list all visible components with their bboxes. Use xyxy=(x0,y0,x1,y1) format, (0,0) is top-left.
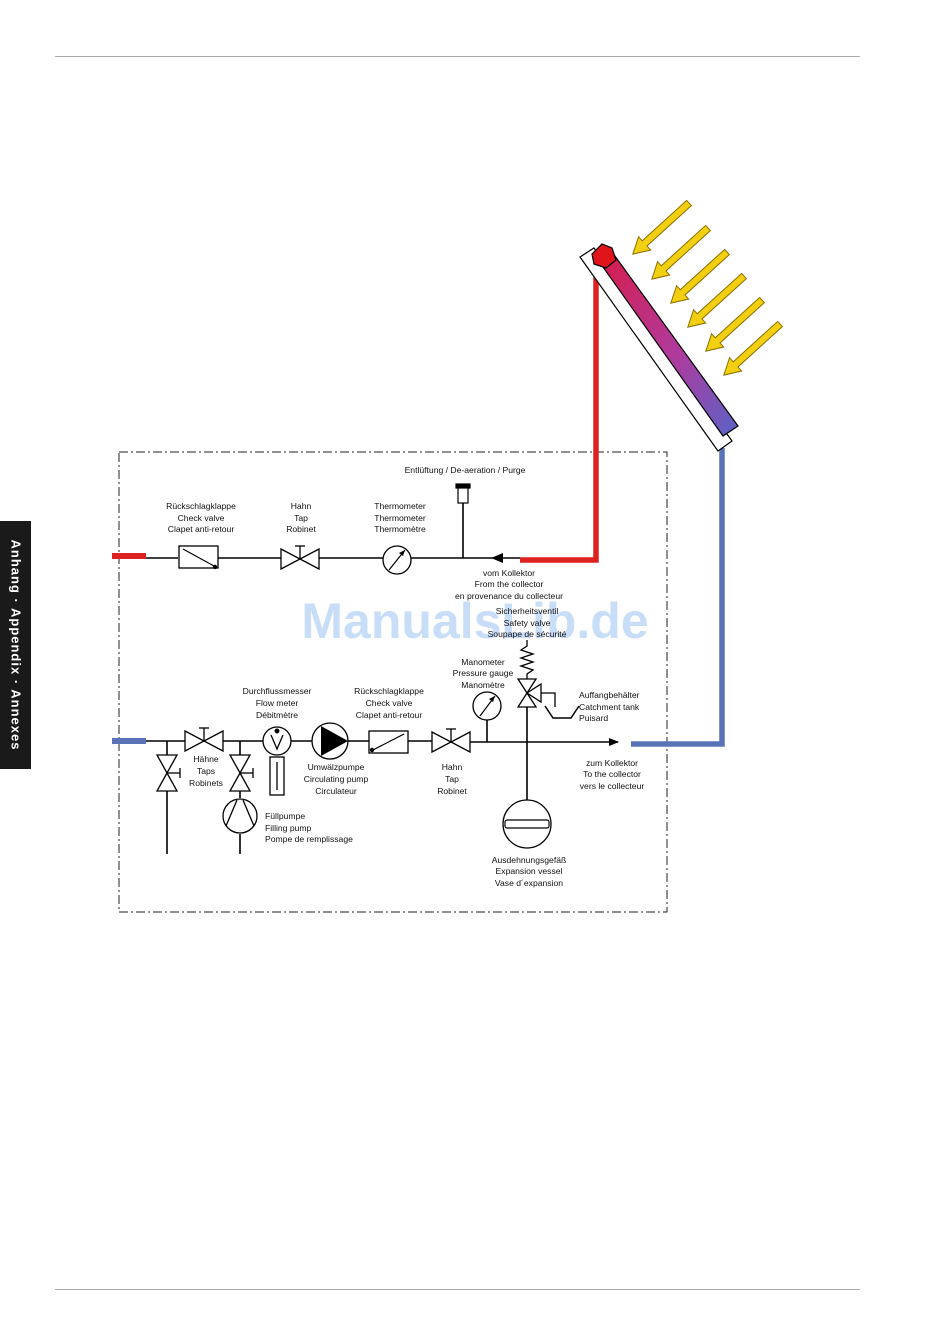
svg-text:Tap: Tap xyxy=(445,774,459,784)
sun-ray-arrow xyxy=(632,199,693,255)
svg-text:Taps: Taps xyxy=(197,766,215,776)
tap-bottom-right xyxy=(431,728,471,754)
deaeration-valve xyxy=(455,483,471,504)
check-valve-bottom xyxy=(368,730,409,754)
svg-text:en provenance du collecteur: en provenance du collecteur xyxy=(455,591,563,601)
label-tap-top: Hahn Tap Robinet xyxy=(286,501,316,534)
solar-collector xyxy=(579,243,739,452)
svg-text:Check valve: Check valve xyxy=(366,698,413,708)
label-taps: Hähne Taps Robinets xyxy=(189,754,223,788)
flow-arrow-left xyxy=(491,553,503,563)
svg-text:Auffangbehälter: Auffangbehälter xyxy=(579,690,640,700)
svg-text:Thermomètre: Thermomètre xyxy=(374,524,426,534)
svg-text:Débitmètre: Débitmètre xyxy=(256,710,298,720)
svg-text:Circulateur: Circulateur xyxy=(315,786,357,796)
label-to-collector: zum Kollektor To the collector vers le c… xyxy=(580,758,645,791)
circulating-pump xyxy=(311,722,349,760)
label-check-valve-top: Rückschlagklappe Check valve Clapet anti… xyxy=(166,501,236,534)
svg-text:Pressure gauge: Pressure gauge xyxy=(453,668,514,678)
label-expansion-vessel: Ausdehnungsgefäß Expansion vessel Vase d… xyxy=(492,855,567,888)
svg-text:Tap: Tap xyxy=(294,513,308,523)
svg-text:vers le collecteur: vers le collecteur xyxy=(580,781,645,791)
sun-ray-arrow xyxy=(670,248,731,304)
svg-text:Hahn: Hahn xyxy=(291,501,312,511)
svg-text:Robinet: Robinet xyxy=(286,524,316,534)
svg-text:Soupape de sécurité: Soupape de sécurité xyxy=(488,629,567,639)
check-valve-top xyxy=(178,545,219,570)
safety-valve xyxy=(516,640,556,708)
collector-sensor xyxy=(591,243,617,269)
svg-text:Vase d´expansion: Vase d´expansion xyxy=(495,878,563,888)
hot-pipe-from-collector xyxy=(520,272,599,563)
station-boundary xyxy=(118,451,668,913)
svg-text:zum Kollektor: zum Kollektor xyxy=(586,758,638,768)
label-thermometer: Thermometer Thermometer Thermomètre xyxy=(374,501,426,534)
tap-vertical-b xyxy=(228,754,254,792)
svg-text:Ausdehnungsgefäß: Ausdehnungsgefäß xyxy=(492,855,567,865)
expansion-vessel xyxy=(502,799,552,849)
sun-rays xyxy=(632,199,784,376)
label-filling-pump: Füllpumpe Filling pump Pompe de rempliss… xyxy=(265,811,353,844)
svg-text:Circulating pump: Circulating pump xyxy=(304,774,369,784)
tap-top xyxy=(280,545,320,571)
filling-pump xyxy=(222,798,258,834)
svg-text:Entlüftung / De-aeration / Pur: Entlüftung / De-aeration / Purge xyxy=(405,465,526,475)
sun-ray-arrow xyxy=(705,296,766,352)
label-pressure-gauge: Manometer Pressure gauge Manomètre xyxy=(453,657,514,690)
label-check-valve-bottom: Rückschlagklappe Check valve Clapet anti… xyxy=(354,686,424,720)
svg-text:Flow meter: Flow meter xyxy=(256,698,299,708)
label-tap-bottom: Hahn Tap Robinet xyxy=(437,762,467,796)
sun-ray-arrow xyxy=(651,224,712,280)
label-from-collector: vom Kollektor From the collector en prov… xyxy=(455,568,563,601)
svg-text:To the collector: To the collector xyxy=(583,769,641,779)
svg-text:Hähne: Hähne xyxy=(193,754,219,764)
label-deaeration: Entlüftung / De-aeration / Purge xyxy=(405,465,526,475)
svg-text:Puisard: Puisard xyxy=(579,713,608,723)
watermark: ManualsLib.de xyxy=(301,593,648,649)
svg-text:Thermometer: Thermometer xyxy=(374,501,426,511)
header-rule xyxy=(55,56,860,57)
svg-text:Safety valve: Safety valve xyxy=(504,618,551,628)
label-circulating-pump: Umwälzpumpe Circulating pump Circulateur xyxy=(304,762,369,796)
sun-ray-arrow xyxy=(687,272,748,328)
label-flow-meter: Durchflussmesser Flow meter Débitmètre xyxy=(243,686,312,720)
svg-text:Robinet: Robinet xyxy=(437,786,467,796)
tap-vertical-a xyxy=(155,754,181,792)
svg-text:Clapet anti-retour: Clapet anti-retour xyxy=(356,710,423,720)
svg-text:Durchflussmesser: Durchflussmesser xyxy=(243,686,312,696)
svg-text:Füllpumpe: Füllpumpe xyxy=(265,811,305,821)
catchment-tank xyxy=(544,705,580,719)
tap-bottom-left xyxy=(184,727,224,753)
svg-text:Pompe de remplissage: Pompe de remplissage xyxy=(265,834,353,844)
label-safety-valve: Sicherheitsventil Safety valve Soupape d… xyxy=(488,606,567,639)
footer-rule xyxy=(55,1289,860,1290)
svg-text:Sicherheitsventil: Sicherheitsventil xyxy=(496,606,559,616)
svg-text:Check valve: Check valve xyxy=(178,513,225,523)
svg-text:Rückschlagklappe: Rückschlagklappe xyxy=(166,501,236,511)
svg-text:Manomètre: Manomètre xyxy=(461,680,505,690)
svg-text:Rückschlagklappe: Rückschlagklappe xyxy=(354,686,424,696)
svg-text:Thermometer: Thermometer xyxy=(374,513,426,523)
svg-text:vom Kollektor: vom Kollektor xyxy=(483,568,535,578)
svg-text:Manometer: Manometer xyxy=(461,657,505,667)
svg-text:Hahn: Hahn xyxy=(442,762,463,772)
svg-text:Catchment tank: Catchment tank xyxy=(579,702,640,712)
flow-meter xyxy=(262,726,292,796)
svg-text:Robinets: Robinets xyxy=(189,778,223,788)
cold-pipe-to-collector xyxy=(631,448,725,747)
svg-text:Expansion vessel: Expansion vessel xyxy=(496,866,563,876)
svg-text:Umwälzpumpe: Umwälzpumpe xyxy=(308,762,365,772)
svg-text:Clapet anti-retour: Clapet anti-retour xyxy=(168,524,235,534)
label-catchment-tank: Auffangbehälter Catchment tank Puisard xyxy=(579,690,640,723)
svg-text:From the collector: From the collector xyxy=(475,579,544,589)
thermometer xyxy=(382,545,412,575)
side-tab: Anhang · Appendix · Annexes xyxy=(0,521,31,769)
svg-text:Filling pump: Filling pump xyxy=(265,823,312,833)
sun-ray-arrow xyxy=(723,320,784,376)
pressure-gauge xyxy=(472,691,502,721)
